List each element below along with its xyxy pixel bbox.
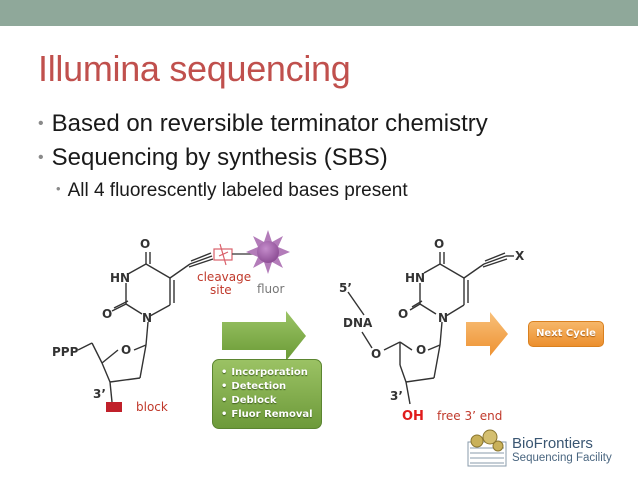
right-nucleotide	[347, 252, 514, 405]
sub-bullet-labeled-bases: • All 4 fluorescently labeled bases prese…	[56, 180, 408, 202]
atom-n-right: N	[438, 311, 448, 325]
step-fluor-removal: Fluor Removal	[221, 408, 315, 422]
label-5-prime: 5’	[339, 281, 352, 295]
label-oh: OH	[402, 409, 424, 424]
sbs-steps-box: Incorporation Detection Deblock Fluor Re…	[212, 359, 322, 429]
block-marker	[106, 402, 122, 412]
slide-title: Illumina sequencing	[38, 48, 351, 89]
left-nucleotide	[77, 252, 214, 403]
logo-line1: BioFrontiers	[512, 435, 593, 452]
cleavage-site-icon	[213, 243, 254, 266]
atom-hn-right: HN	[405, 271, 425, 285]
label-free-3-end: free 3’ end	[437, 409, 502, 423]
bullet-text: All 4 fluorescently labeled bases presen…	[67, 180, 408, 201]
biofrontiers-logo-icon	[467, 429, 507, 467]
bullet-sbs: • Sequencing by synthesis (SBS)	[38, 144, 388, 172]
green-arrow-icon	[222, 311, 306, 361]
atom-o-ring: O	[121, 343, 131, 357]
step-deblock: Deblock	[221, 394, 315, 408]
atom-o-top-right: O	[434, 237, 444, 251]
label-dna: DNA	[343, 316, 373, 330]
label-3-prime: 3’	[93, 387, 106, 401]
bullet-dot-icon: •	[38, 149, 44, 166]
atom-o-link: O	[371, 347, 381, 361]
next-cycle-button[interactable]: Next Cycle	[528, 321, 604, 347]
logo-line2: Sequencing Facility	[512, 452, 612, 464]
label-ppp: PPP	[52, 345, 79, 359]
header-bar	[0, 0, 638, 26]
atom-n: N	[142, 311, 152, 325]
bullet-reversible-terminator: • Based on reversible terminator chemistr…	[38, 110, 488, 138]
atom-o-ring-right: O	[416, 343, 426, 357]
atom-hn: HN	[110, 271, 130, 285]
bullet-dot-icon: •	[56, 181, 61, 196]
biofrontiers-logo: BioFrontiers Sequencing Facility	[512, 436, 612, 465]
atom-x: X	[515, 249, 525, 263]
atom-o-left: O	[102, 307, 112, 321]
bullet-text: Based on reversible terminator chemistry	[51, 110, 488, 137]
atom-o-left-right: O	[398, 307, 408, 321]
label-block: block	[136, 400, 168, 414]
atom-o-top: O	[140, 237, 150, 251]
orange-arrow-icon	[466, 312, 508, 356]
step-incorporation: Incorporation	[221, 366, 315, 380]
label-site: site	[210, 283, 232, 297]
label-3-prime-right: 3’	[390, 389, 403, 403]
label-cleavage: cleavage	[197, 270, 251, 284]
label-fluor: fluor	[257, 282, 285, 296]
bullet-dot-icon: •	[38, 115, 44, 132]
fluor-star-icon	[246, 230, 290, 274]
bullet-text: Sequencing by synthesis (SBS)	[51, 144, 388, 171]
step-detection: Detection	[221, 380, 315, 394]
